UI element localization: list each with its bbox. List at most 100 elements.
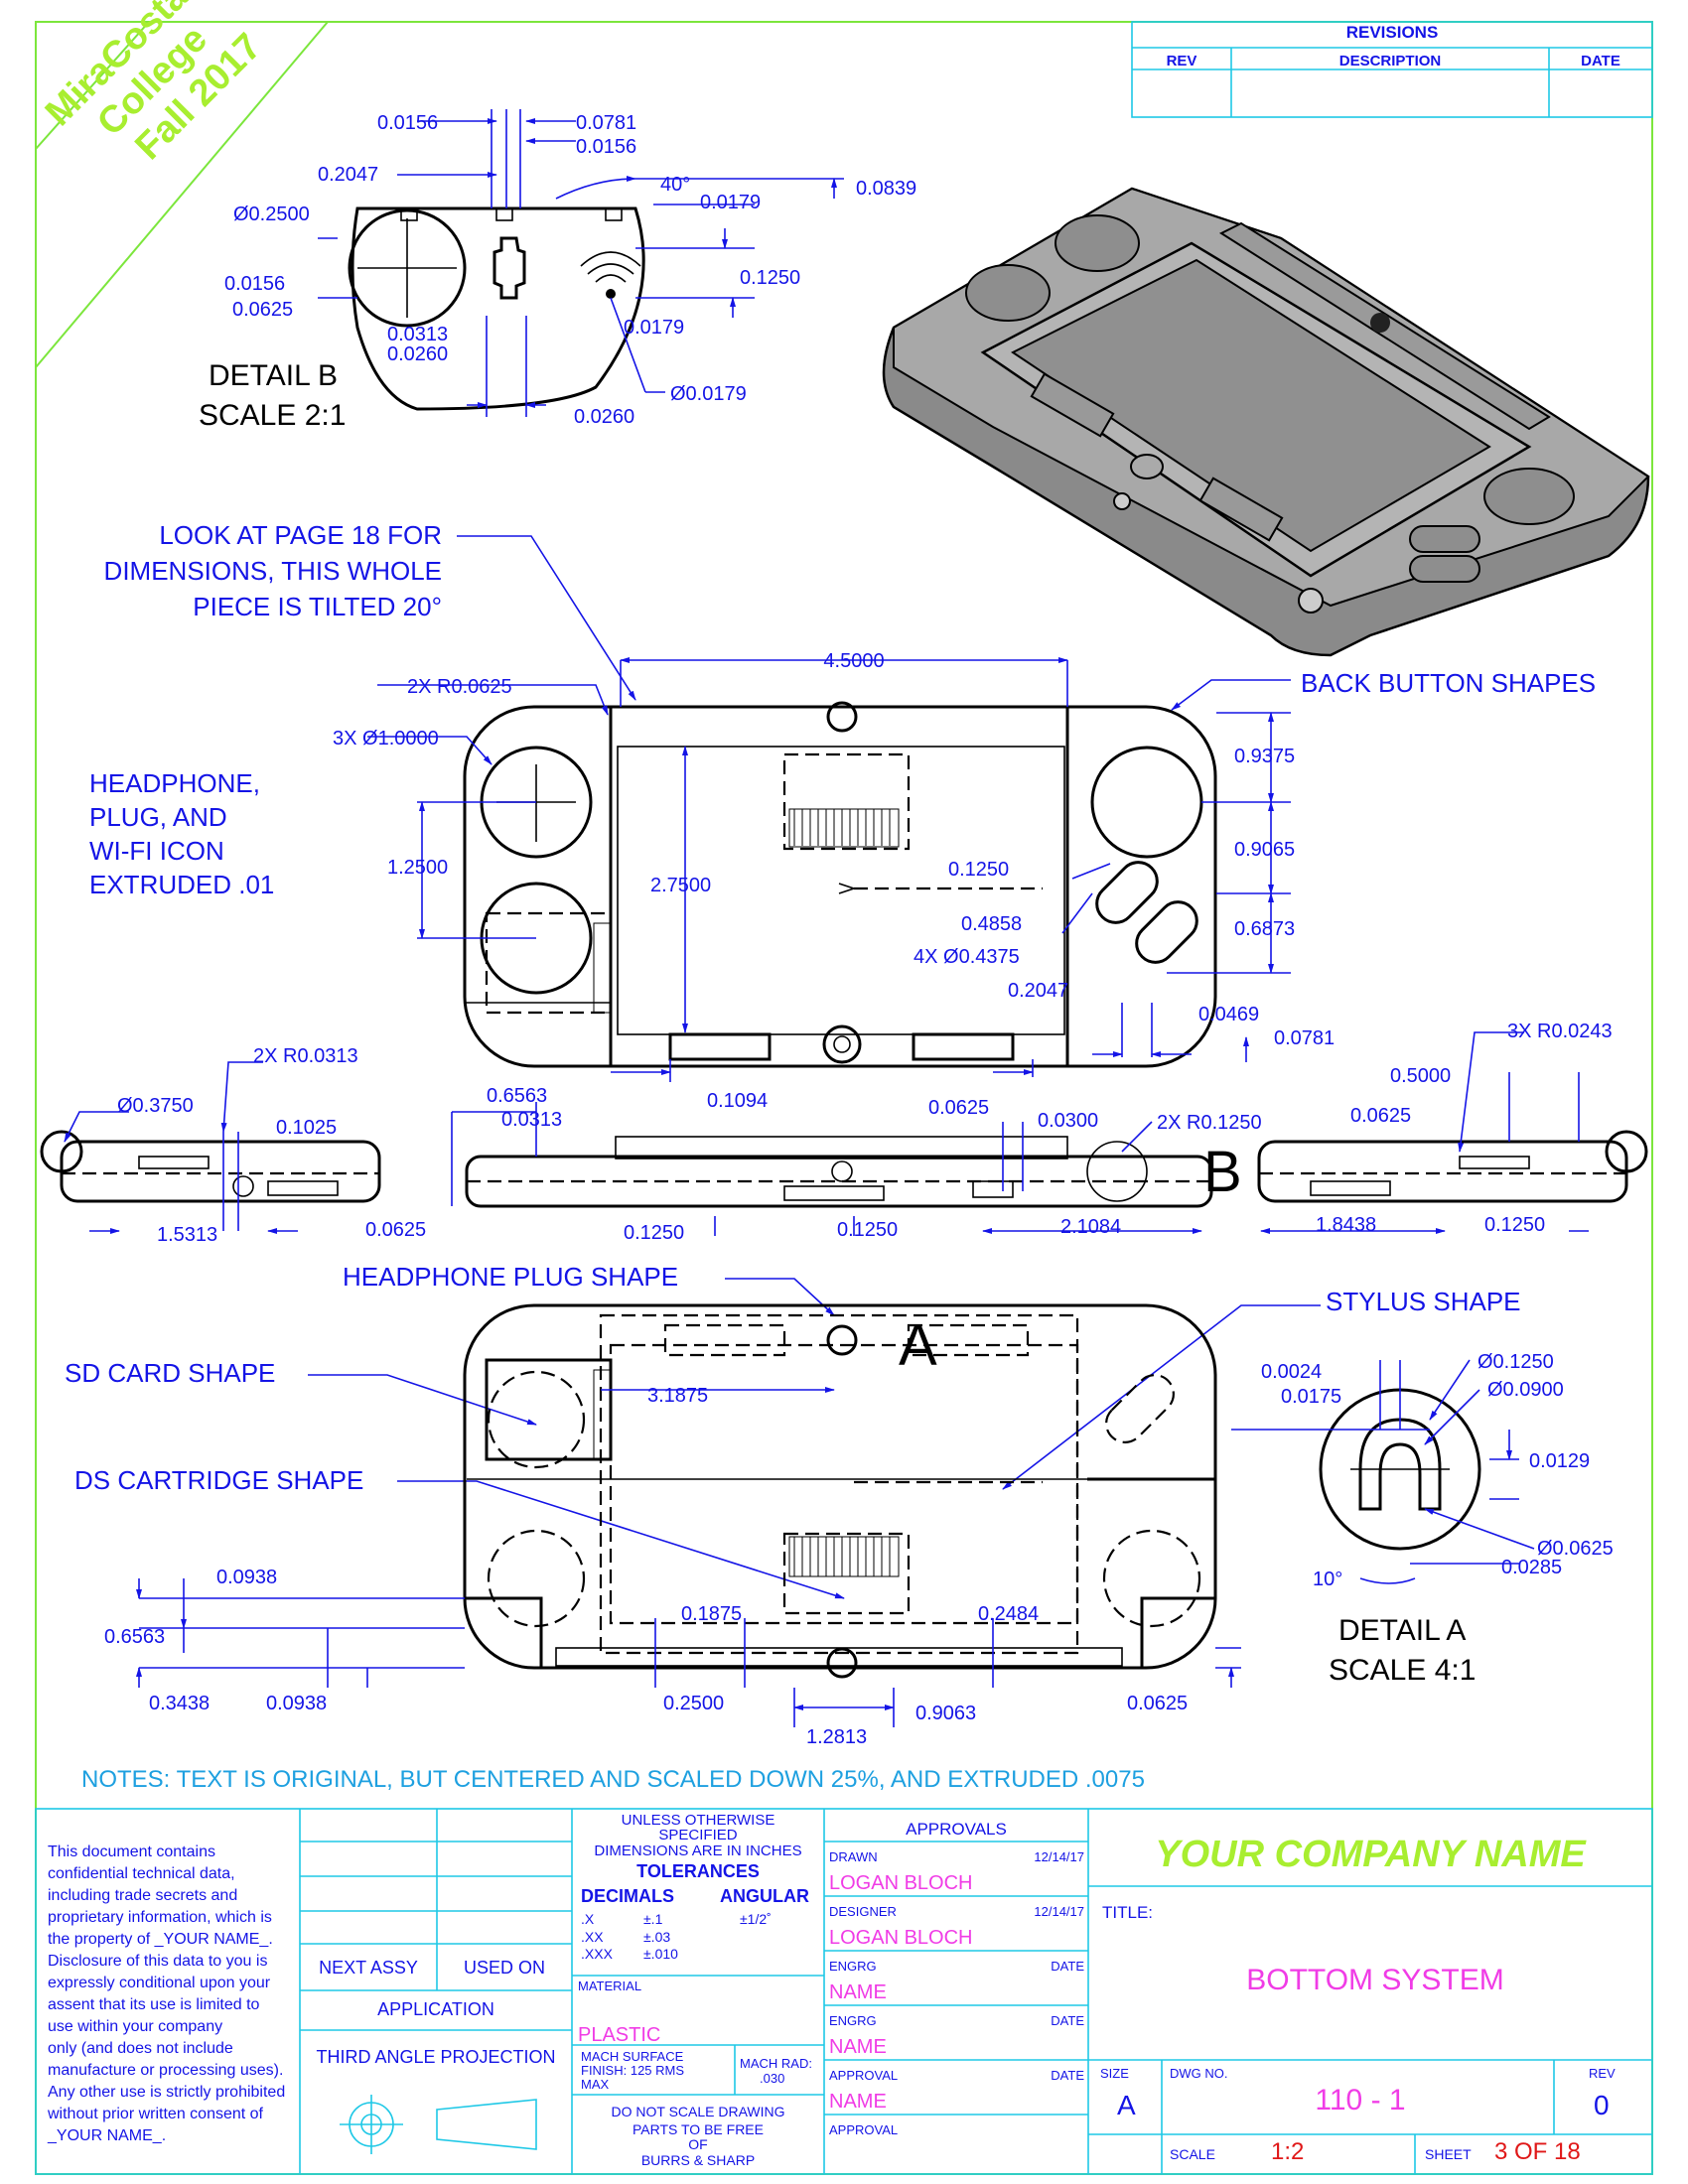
tol-xx: .XX — [581, 1929, 604, 1945]
callout-stylus: STYLUS SHAPE — [1326, 1287, 1521, 1316]
approval-label: APPROVAL — [829, 2068, 898, 2083]
material-value: PLASTIC — [578, 2024, 660, 2046]
dim-0625c: 0.0625 — [1127, 1693, 1188, 1714]
detail-b-dim: 0.0156 — [377, 112, 438, 134]
rev-label: REV — [1589, 2066, 1616, 2081]
callout-sd-card: SD CARD SHAPE — [65, 1358, 275, 1388]
used-on: USED ON — [464, 1958, 545, 1978]
confidential-line: confidential technical data, — [48, 1865, 235, 1882]
detail-b-dim: 0.2047 — [318, 164, 378, 186]
callout-leader — [1002, 1304, 1321, 1490]
dim-1094: 0.1094 — [707, 1090, 768, 1112]
approval-date: DATE — [1051, 2068, 1084, 2083]
dim-3438: 0.3438 — [149, 1693, 210, 1714]
callout-line: PIECE IS TILTED 20° — [193, 592, 442, 621]
top-view: 4.5000 2X R0.0625 3X Ø1.0000 1.2500 2.75… — [333, 650, 1335, 1119]
projection-symbol-icon — [340, 2095, 537, 2154]
notes-text: NOTES: TEXT IS ORIGINAL, BUT CENTERED AN… — [81, 1766, 1145, 1793]
approval-name: NAME — [829, 2091, 887, 2113]
angular: ANGULAR — [720, 1886, 809, 1906]
dwg-no-label: DWG NO. — [1170, 2066, 1228, 2081]
side-view-left: 2X R0.0313 Ø0.3750 0.1025 1.5313 0.0625 — [40, 1045, 426, 1246]
material-label: MATERIAL — [578, 1979, 641, 1993]
detail-b-dim: 0.0260 — [574, 406, 634, 428]
confidential-line: without prior written consent of — [47, 2106, 264, 2122]
dwg-no-value: 110 - 1 — [1315, 2084, 1405, 2116]
confidential-line: including trade secrets and — [48, 1887, 237, 1904]
drawn-label: DRAWN — [829, 1849, 878, 1864]
dim-2-1084: 2.1084 — [1060, 1216, 1121, 1238]
confidential-line: Any other use is strictly prohibited — [48, 2084, 285, 2101]
detail-a-title: DETAIL A — [1338, 1614, 1466, 1647]
mach-rad-line: .030 — [760, 2071, 784, 2086]
tol-xxx: .XXX — [581, 1946, 614, 1962]
callout-leader — [308, 1374, 537, 1426]
isometric-render — [882, 187, 1650, 657]
callout-line: WI-FI ICON — [89, 836, 224, 866]
dim-0625: 0.0625 — [928, 1097, 989, 1119]
confidential-line: use within your company — [48, 2018, 222, 2035]
date-col: DATE — [1581, 53, 1620, 69]
detail-b-dim: 0.0156 — [224, 273, 285, 295]
callout-headphone-plug: HEADPHONE PLUG SHAPE — [343, 1262, 678, 1292]
designer-date: 12/14/17 — [1034, 1904, 1084, 1919]
description-col: DESCRIPTION — [1339, 53, 1442, 69]
dim-1250: 0.1250 — [948, 859, 1009, 881]
dim-dia375: Ø0.3750 — [117, 1095, 194, 1117]
designer-name: LOGAN BLOCH — [829, 1927, 972, 1949]
scale-value: 1:2 — [1271, 2138, 1304, 2165]
confidential-line: only (and does not include — [48, 2040, 233, 2057]
detail-b-view: 0.0156 0.0781 0.0156 0.2047 40° 0.0839 0… — [199, 109, 916, 432]
dim-9375: 0.9375 — [1234, 746, 1295, 767]
dim-0625a: 0.0625 — [365, 1219, 426, 1241]
decimals: DECIMALS — [581, 1886, 674, 1906]
dim-9065: 0.9065 — [1234, 839, 1295, 861]
watermark: MiraCosta College Fall 2017 — [38, 0, 270, 168]
dim-6563b: 0.6563 — [104, 1626, 165, 1648]
detail-b-dim: 0.0313 — [387, 324, 448, 345]
detail-b-dim: 0.0781 — [576, 112, 636, 134]
revisions-table: REVISIONS REV DESCRIPTION DATE — [1131, 21, 1653, 118]
dim-0781: 0.0781 — [1274, 1027, 1335, 1049]
dim-2-75: 2.7500 — [650, 875, 711, 896]
dim-1-2813: 1.2813 — [806, 1726, 867, 1748]
approvals: APPROVALS — [906, 1820, 1007, 1839]
detail-a-scale: SCALE 4:1 — [1329, 1654, 1476, 1687]
engrg2-label: ENGRG — [829, 2013, 877, 2028]
detail-b-dim: Ø0.0179 — [670, 383, 747, 405]
designer-label: DESIGNER — [829, 1904, 897, 1919]
dim-9063: 0.9063 — [915, 1703, 976, 1724]
mach-surface-line: FINISH: 125 RMS — [581, 2063, 684, 2078]
parts-free-line: OF — [688, 2136, 707, 2152]
callout-line: PLUG, AND — [89, 802, 227, 832]
angular-value: ±1/2˚ — [740, 1911, 772, 1927]
dim-3-1875: 3.1875 — [647, 1385, 708, 1407]
detail-b-dim: 0.0156 — [576, 136, 636, 158]
dim-0625b: 0.0625 — [1350, 1105, 1411, 1127]
detail-a-view: 0.0024 0.0175 Ø0.1250 Ø0.0900 0.0129 Ø0.… — [1231, 1351, 1614, 1687]
drawn-name: LOGAN BLOCH — [829, 1872, 972, 1894]
unless-line: SPECIFIED — [658, 1827, 737, 1843]
dim-2500: 0.2500 — [663, 1693, 724, 1714]
confidential-line: expressly conditional upon your — [48, 1975, 271, 1991]
dim-r0243: 3X R0.0243 — [1507, 1021, 1613, 1042]
callout-headphone: HEADPHONE, PLUG, AND WI-FI ICON EXTRUDED… — [89, 768, 274, 899]
mach-surface-line: MACH SURFACE — [581, 2049, 684, 2064]
tol-xxx-value: ±.010 — [643, 1946, 678, 1962]
detail-b-scale: SCALE 2:1 — [199, 399, 346, 432]
rev-value: 0 — [1594, 2090, 1610, 2120]
dim-4375: 4X Ø0.4375 — [914, 946, 1020, 968]
dim-r0313: 2X R0.0313 — [253, 1045, 358, 1067]
dim-dia1: 3X Ø1.0000 — [333, 728, 439, 750]
size-label: SIZE — [1100, 2066, 1129, 2081]
side-view-center: 0.6563 0.0313 0.1250 0.1250 0.0300 2X R0… — [451, 1085, 1262, 1244]
dim-6873: 0.6873 — [1234, 918, 1295, 940]
scale-label: SCALE — [1170, 2146, 1215, 2162]
confidential-line: _YOUR NAME_. — [47, 2127, 166, 2144]
dim-1025: 0.1025 — [276, 1117, 337, 1139]
confidential-notice: This document contains confidential tech… — [47, 1843, 285, 2144]
dim-0469: 0.0469 — [1198, 1004, 1259, 1025]
engrg-date: DATE — [1051, 1959, 1084, 1974]
drawn-date: 12/14/17 — [1034, 1849, 1084, 1864]
mach-rad-line: MACH RAD: — [740, 2056, 812, 2071]
